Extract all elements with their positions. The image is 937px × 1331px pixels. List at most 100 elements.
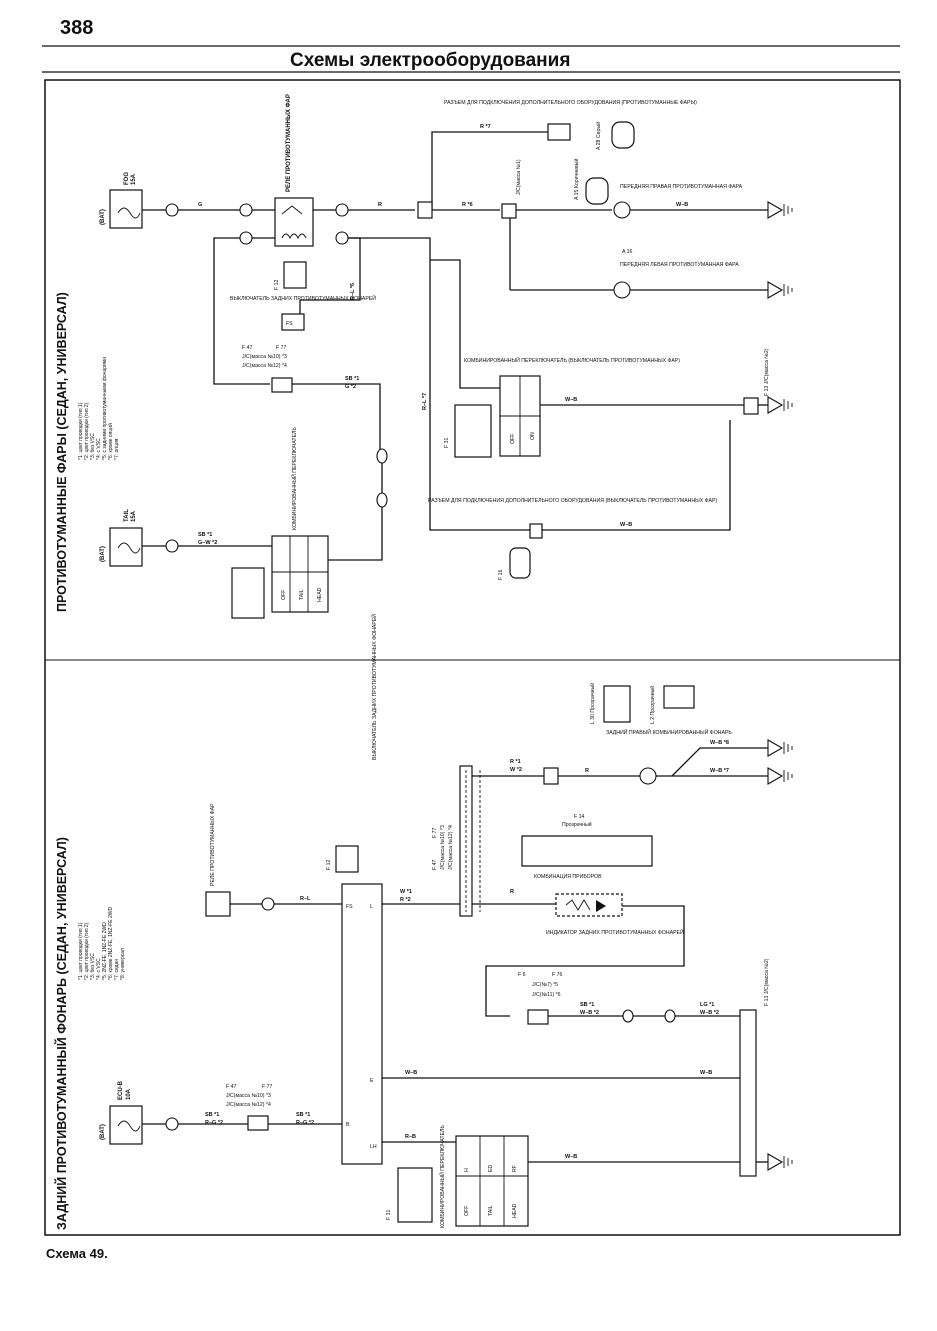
svg-text:ЗАДНИЙ ПРАВЫЙ КОМБИНИРОВАННЫЙ: ЗАДНИЙ ПРАВЫЙ КОМБИНИРОВАННЫЙ ФОНАРЬ [606, 728, 732, 736]
svg-text:*1: цвет проводки (тип 1): *1: цвет проводки (тип 1) [78, 922, 84, 980]
svg-text:15A: 15A [131, 510, 137, 522]
jc-mass-1 [501, 203, 517, 219]
ground-2 [767, 281, 784, 299]
svg-text:10A: 10A [126, 1088, 132, 1100]
svg-text:B: B [346, 1122, 350, 1128]
svg-text:*4: с VSC: *4: с VSC [96, 438, 102, 460]
jc-c-label-3: J/C(№11) *6 [532, 992, 561, 998]
tail-fuse: (BAT) TAIL 15A [100, 509, 143, 567]
svg-text:F 31: F 31 [444, 438, 450, 448]
svg-text:LH: LH [370, 1144, 377, 1150]
wire-label-g2: G *2 [345, 384, 356, 390]
svg-text:FOG: FOG [124, 172, 130, 185]
top-section-title: ПРОТИВОТУМАННЫЕ ФАРЫ (СЕДАН, УНИВЕРСАЛ) [55, 292, 69, 612]
wire-label-wb6: W–B [565, 1154, 577, 1160]
wire-aux-top [431, 131, 548, 210]
ground-5-sym [783, 742, 793, 754]
svg-text:F 47: F 47 [242, 345, 252, 351]
wire-indicator-loop [485, 905, 685, 1017]
jc-mass-2-top-label: F 13 J/C(масса №2) [764, 348, 770, 396]
svg-text:F 31: F 31 [386, 1210, 392, 1220]
rear-fog-lamp [639, 767, 657, 785]
wire-aux-bottom [540, 420, 731, 531]
wire-label-rg2b: R–G *2 [296, 1120, 314, 1126]
wire-label-sb1e: SB *1 [580, 1002, 594, 1008]
svg-text:КОМБИНИРОВАННЫЙ ПЕРЕКЛЮЧАТЕЛЬ: КОМБИНИРОВАННЫЙ ПЕРЕКЛЮЧАТЕЛЬ (ВЫКЛЮЧАТЕ… [464, 356, 680, 364]
svg-text:F 16: F 16 [498, 570, 504, 580]
connector-6 [165, 539, 179, 553]
svg-text:J/C(масса №10) *3: J/C(масса №10) *3 [242, 354, 287, 360]
wire-rl7 [348, 237, 530, 531]
ground-6 [767, 1153, 784, 1171]
svg-text:*6: кроме 2NZ-FE, 1NZ-FE 2WD: *6: кроме 2NZ-FE, 1NZ-FE 2WD [108, 906, 114, 980]
light-switch-top: OFF TAIL HEAD КОМБИНИРОВАННЫЙ ПЕРЕКЛЮЧАТ… [231, 427, 329, 619]
svg-text:РАЗЪЕМ ДЛЯ ПОДКЛЮЧЕНИЯ ДОПОЛНИ: РАЗЪЕМ ДЛЯ ПОДКЛЮЧЕНИЯ ДОПОЛНИТЕЛЬНОГО О… [444, 100, 697, 106]
connector-9 [261, 897, 275, 911]
wire-label-gw2: G–W *2 [198, 540, 217, 546]
bottom-notes: *1: цвет проводки (тип 1) *2: цвет прово… [78, 906, 126, 980]
wire-rear-switch-jc [213, 237, 270, 385]
svg-text:F 12: F 12 [326, 860, 332, 870]
top-notes: *1: цвет проводки (тип 1) *2: цвет прово… [78, 357, 120, 460]
wire-label-r: R [378, 202, 382, 208]
ground-1 [767, 201, 784, 219]
jc-junction-top [417, 201, 433, 219]
light-switch-bottom: H ED RF OFF TAIL HEAD КОМБИНИРОВАННЫЙ ПЕ… [386, 1125, 529, 1228]
right-lamp-label: ПЕРЕДНЯЯ ПРАВАЯ ПРОТИВОТУМАННАЯ ФАРА [620, 184, 743, 190]
svg-text:РЕЛЕ ПРОТИВОТУМАННЫХ ФАР: РЕЛЕ ПРОТИВОТУМАННЫХ ФАР [286, 94, 292, 192]
svg-text:F 14: F 14 [574, 814, 584, 820]
wire-to-combo [430, 259, 500, 389]
ground-2-sym [783, 284, 793, 296]
svg-text:ВЫКЛЮЧАТЕЛЬ ЗАДНИХ ПРОТИВОТУМА: ВЫКЛЮЧАТЕЛЬ ЗАДНИХ ПРОТИВОТУМАННЫХ ФОНАР… [370, 614, 378, 760]
wire-label-rl7: R–L *7 [422, 393, 428, 410]
rear-lamp-junction [543, 767, 559, 785]
svg-text:*1: цвет проводки (тип 1): *1: цвет проводки (тип 1) [78, 402, 84, 460]
right-lamp-conn [585, 177, 609, 205]
wire-label-w1: W *1 [400, 889, 412, 895]
svg-text:HEAD: HEAD [512, 1203, 518, 1218]
wire-label-rb: R–B [405, 1134, 416, 1140]
connector-12 [664, 1009, 676, 1023]
wire-rear-lamp-ground-2 [671, 747, 768, 777]
svg-text:(BAT): (BAT) [100, 1124, 106, 1140]
svg-text:F 12: F 12 [274, 280, 280, 290]
wire-label-r1: R *1 [510, 759, 521, 765]
jc-c-label-1: F 76 [552, 972, 562, 978]
wire-label-wb8: W–B *8 [710, 740, 729, 746]
svg-text:РАЗЪЕМ ДЛЯ ПОДКЛЮЧЕНИЯ ДОПОЛНИ: РАЗЪЕМ ДЛЯ ПОДКЛЮЧЕНИЯ ДОПОЛНИТЕЛЬНОГО О… [428, 498, 717, 504]
fog-relay: РЕЛЕ ПРОТИВОТУМАННЫХ ФАР [274, 94, 314, 247]
svg-text:OFF: OFF [464, 1206, 470, 1216]
svg-text:ВЫКЛЮЧАТЕЛЬ ЗАДНИХ ПРОТИВОТУМА: ВЫКЛЮЧАТЕЛЬ ЗАДНИХ ПРОТИВОТУМАННЫХ ФОНАР… [230, 294, 376, 302]
svg-text:F 77: F 77 [276, 345, 286, 351]
ground-4 [767, 767, 784, 785]
wire-label-g: G [198, 202, 202, 208]
svg-text:ECU-B: ECU-B [118, 1080, 124, 1100]
wire-label-sb1d: SB *1 [296, 1112, 310, 1118]
svg-text:*6: кроме опций: *6: кроме опций [107, 423, 114, 460]
figure-caption: Схема 49. [46, 1246, 108, 1261]
jc-a-label-3: J/C(масса №12) *4 [226, 1102, 271, 1108]
wire-label-wb1: W–B [676, 202, 688, 208]
svg-text:КОМБИНИРОВАННЫЙ ПЕРЕКЛЮЧАТЕЛЬ: КОМБИНИРОВАННЫЙ ПЕРЕКЛЮЧАТЕЛЬ [438, 1125, 446, 1228]
svg-text:OFF: OFF [510, 434, 516, 444]
indicator-box [555, 893, 623, 917]
wire-label-wb3: W–B [620, 522, 632, 528]
ground-3 [767, 396, 784, 414]
svg-text:L 30 Прозрачный: L 30 Прозрачный [589, 683, 596, 724]
jc-mass-2-top [743, 397, 759, 415]
svg-text:TAIL: TAIL [299, 589, 305, 600]
connector-3 [239, 231, 253, 245]
svg-text:*3: без VSC: *3: без VSC [90, 953, 96, 980]
wire-label-sb1c: SB *1 [205, 1112, 219, 1118]
jc-a-label-0: F 47 [226, 1084, 236, 1090]
indicator-resistor [565, 899, 591, 911]
svg-text:*7: опция: *7: опция [114, 438, 120, 460]
svg-text:Прозрачный: Прозрачный [562, 821, 592, 828]
connector-2 [239, 203, 253, 217]
connector-7 [376, 448, 388, 464]
svg-text:HEAD: HEAD [317, 587, 323, 602]
svg-text:RF: RF [512, 1165, 518, 1172]
svg-text:(BAT): (BAT) [100, 546, 106, 562]
jc-mass-1-label: J/C(масса №1) [516, 159, 522, 195]
svg-text:FS: FS [286, 321, 293, 327]
